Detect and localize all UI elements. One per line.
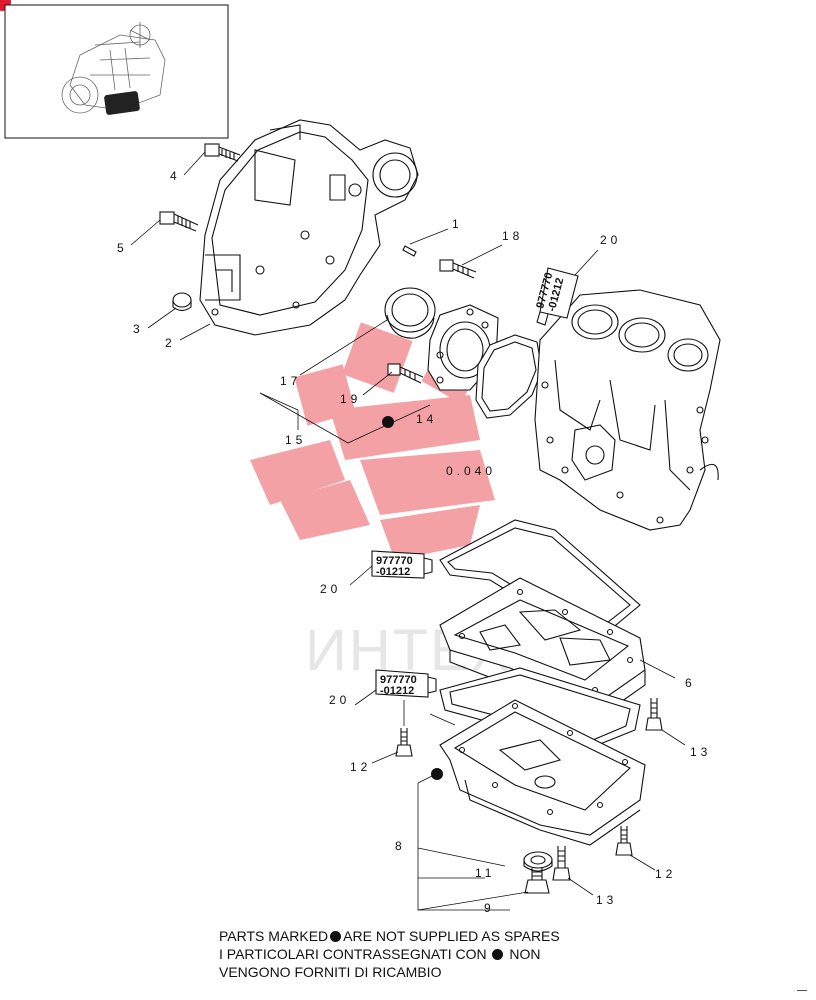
callout-4: 4 <box>170 169 181 183</box>
bolt-19-part[interactable] <box>387 363 424 384</box>
oil-seal-17-part[interactable] <box>384 287 436 339</box>
callout-ref: 0.040 <box>446 464 496 478</box>
flywheel-housing-part[interactable] <box>199 119 419 336</box>
legend-dot-icon <box>330 931 342 942</box>
callout-12-right: 12 <box>655 867 676 881</box>
callout-13-top: 13 <box>690 745 711 759</box>
cylinder-block-part[interactable] <box>534 289 721 531</box>
not-supplied-marker-8 <box>431 768 443 780</box>
oil-pan-spacer-6-part[interactable] <box>439 577 646 721</box>
callout-20-middle: 20 <box>320 582 341 596</box>
callout-3: 3 <box>133 322 144 336</box>
engine-thumbnail[interactable] <box>4 4 229 139</box>
washer-11-part[interactable] <box>523 851 553 872</box>
callout-18: 18 <box>502 229 523 243</box>
legend-dot-icon <box>492 949 504 960</box>
callout-6: 6 <box>685 676 696 690</box>
bolt-13-bottom-part[interactable] <box>552 846 571 881</box>
not-supplied-marker-14 <box>382 416 394 428</box>
sealant-tube-20-lower[interactable] <box>375 669 437 698</box>
bolt-12-right-part[interactable] <box>615 826 633 856</box>
svg-text:-01212: -01212 <box>380 685 414 697</box>
callout-numbers: 4 5 3 2 1 18 20 17 19 14 15 0.040 20 6 2… <box>117 169 711 915</box>
callout-13-bottom: 13 <box>596 893 617 907</box>
callout-20-top: 20 <box>600 233 621 247</box>
svg-text:-01212: -01212 <box>376 566 410 578</box>
bolt-12-left-part[interactable] <box>395 728 413 757</box>
bolt-4-part[interactable] <box>204 143 241 162</box>
callout-9: 9 <box>484 901 495 915</box>
sealant-label-middle: 977770 -01212 <box>376 555 413 578</box>
bolt-5-part[interactable] <box>159 211 199 232</box>
page-edge-mark <box>797 990 807 991</box>
leader-lines <box>130 151 686 911</box>
svg-text:977770: 977770 <box>380 674 417 686</box>
plug-3-part[interactable] <box>172 292 192 312</box>
callout-14: 14 <box>416 412 437 426</box>
svg-text:977770: 977770 <box>376 555 413 567</box>
callout-15: 15 <box>285 433 306 447</box>
callout-5: 5 <box>117 241 128 255</box>
callout-12-left: 12 <box>350 760 371 774</box>
drain-plug-9-part[interactable] <box>524 868 550 894</box>
sealant-tube-20-top[interactable] <box>536 267 579 326</box>
pin-1-part[interactable] <box>402 245 417 257</box>
callout-17: 17 <box>280 374 301 388</box>
callout-1: 1 <box>452 217 463 231</box>
oil-pan-gasket-lower-part[interactable] <box>439 667 641 751</box>
callout-19: 19 <box>340 392 361 406</box>
bolt-18-part[interactable] <box>439 259 477 279</box>
sealant-tube-20-middle[interactable] <box>371 550 433 579</box>
callout-2: 2 <box>165 336 176 350</box>
callout-8: 8 <box>395 839 406 853</box>
legend-line-3: VENGONO FORNITI DI RICAMBIO <box>219 964 442 980</box>
bolt-13-top-part[interactable] <box>645 698 663 731</box>
oil-pan-8-part[interactable] <box>439 699 646 846</box>
callout-20-lower: 20 <box>329 693 350 707</box>
callout-11: 11 <box>475 866 495 880</box>
sealant-label-lower: 977770 -01212 <box>380 674 417 697</box>
legend-line-2: I PARTICOLARI CONTRASSEGNATI CON NON <box>219 946 541 962</box>
